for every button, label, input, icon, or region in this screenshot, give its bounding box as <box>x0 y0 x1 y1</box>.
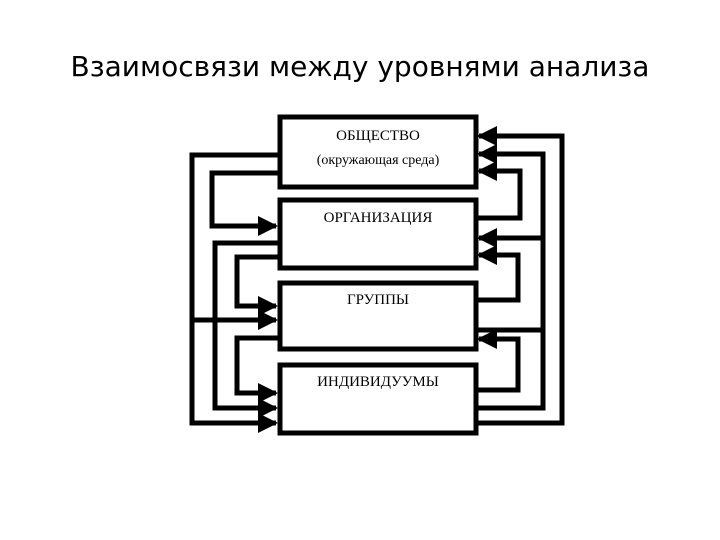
level-label-individuals: ИНДИВИДУУМЫ <box>317 374 439 390</box>
connector-right-individuals-to-org <box>476 228 546 411</box>
level-box-groups: ГРУППЫ <box>277 280 479 352</box>
connector-right-org-to-society <box>476 161 523 221</box>
connector-left-groups-to-individuals <box>234 335 280 403</box>
connector-lines <box>189 126 565 433</box>
level-label-organization: ОРГАНИЗАЦИЯ <box>324 210 433 226</box>
connector-right-outer-individuals-to-society <box>476 126 565 426</box>
level-label-groups: ГРУППЫ <box>347 292 409 308</box>
connector-left-outer-society-to-individuals <box>189 152 280 433</box>
level-box-society: ОБЩЕСТВО (окружающая среда) <box>277 114 479 190</box>
connector-right-groups-to-society <box>476 144 546 333</box>
level-sublabel-society: (окружающая среда) <box>317 153 440 168</box>
slide-title: Взаимосвязи между уровнями анализа <box>70 50 650 83</box>
connector-left-org-to-individuals <box>212 240 280 418</box>
level-box-organization: ОРГАНИЗАЦИЯ <box>277 197 479 271</box>
connector-left-society-to-organization <box>209 170 280 236</box>
connector-right-individuals-to-groups <box>476 329 521 393</box>
connector-left-org-to-groups <box>234 254 280 316</box>
level-box-individuals: ИНДИВИДУУМЫ <box>277 362 479 436</box>
level-label-society: ОБЩЕСТВО <box>336 128 420 144</box>
connector-right-groups-to-org <box>476 245 521 303</box>
